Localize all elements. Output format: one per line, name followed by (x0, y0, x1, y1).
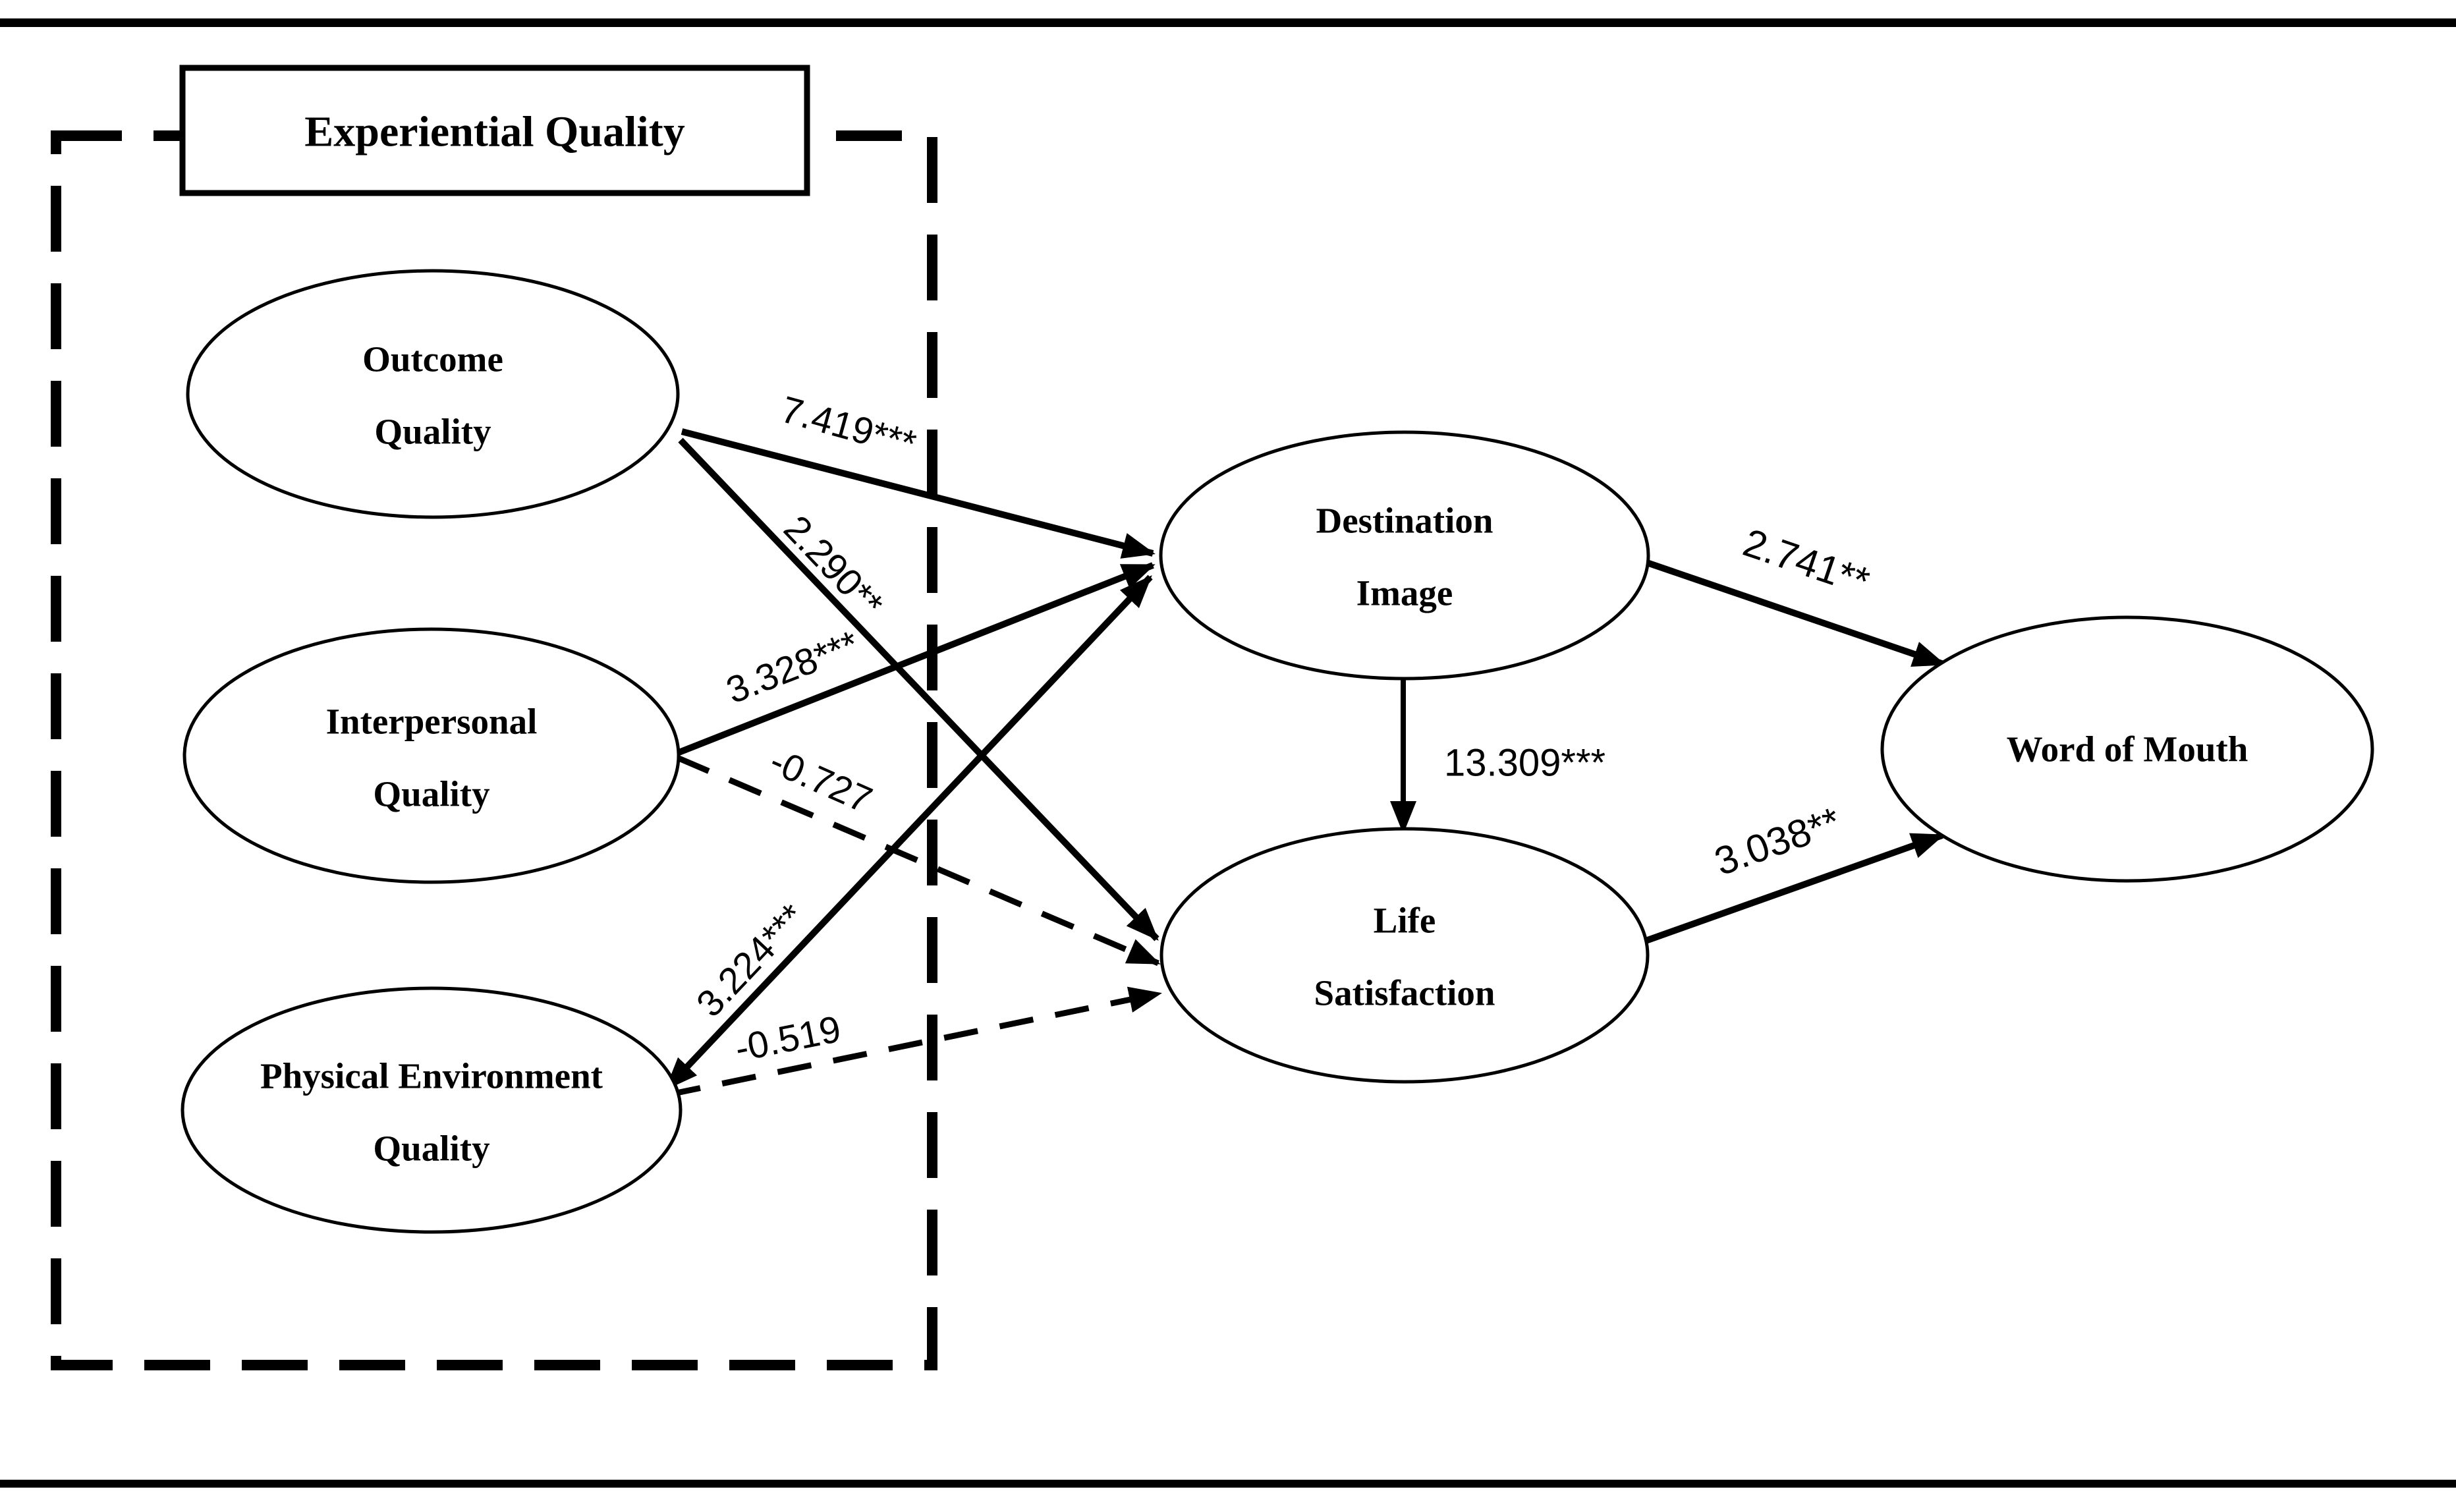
path-physical-to-destination-arrow (664, 574, 1153, 1091)
coef-interpersonal-to-destination: 3.328*** (721, 623, 864, 712)
life-satisfaction-label-line1: Life (1374, 901, 1436, 941)
coef-physical-to-destination: 3.224*** (688, 896, 814, 1025)
interpersonal-quality-label-line2: Quality (373, 774, 489, 814)
path-interpersonal-to-destination-arrow (676, 562, 1156, 756)
figure-bottom-border (0, 1480, 2456, 1488)
coef-destination-to-wom: 2.741** (1738, 520, 1875, 604)
coef-destination-to-life: 13.309*** (1444, 742, 1605, 785)
physical-environment-quality-ellipse (181, 986, 683, 1234)
word-of-mouth-label: Word of Mouth (2007, 729, 2248, 770)
destination-image-ellipse (1159, 430, 1650, 681)
coef-interpersonal-to-life: -0.727 (764, 740, 878, 822)
outcome-quality-label-line2: Quality (374, 412, 491, 452)
destination-image-label-line2: Image (1356, 573, 1453, 613)
experiential-quality-title-box (179, 65, 810, 196)
coef-outcome-to-destination: 7.419*** (777, 388, 921, 465)
physical-environment-quality-label-line1: Physical Environment (260, 1056, 603, 1096)
interpersonal-quality-ellipse (182, 627, 681, 884)
experiential-quality-title: Experiential Quality (304, 108, 685, 156)
coef-life-to-wom: 3.038** (1709, 798, 1846, 883)
life-satisfaction-ellipse (1159, 827, 1650, 1084)
life-satisfaction-label-line2: Satisfaction (1314, 973, 1495, 1013)
coef-physical-to-life: -0.519 (731, 1008, 844, 1070)
coef-outcome-to-life: 2.290** (775, 507, 891, 625)
word-of-mouth-ellipse (1880, 615, 2374, 883)
figure-top-border (0, 18, 2456, 27)
path-life-to-wom-arrow (1644, 832, 1945, 944)
physical-environment-quality-label-line2: Quality (373, 1129, 489, 1169)
path-outcome-to-destination-arrow (681, 428, 1156, 559)
interpersonal-quality-label-line1: Interpersonal (326, 702, 538, 742)
outcome-quality-ellipse (186, 269, 680, 519)
outcome-quality-label-line1: Outcome (362, 339, 503, 379)
destination-image-label-line1: Destination (1316, 501, 1493, 541)
path-destination-to-wom-arrow (1642, 558, 1946, 667)
path-physical-to-life-dashed-arrow (666, 986, 1162, 1098)
